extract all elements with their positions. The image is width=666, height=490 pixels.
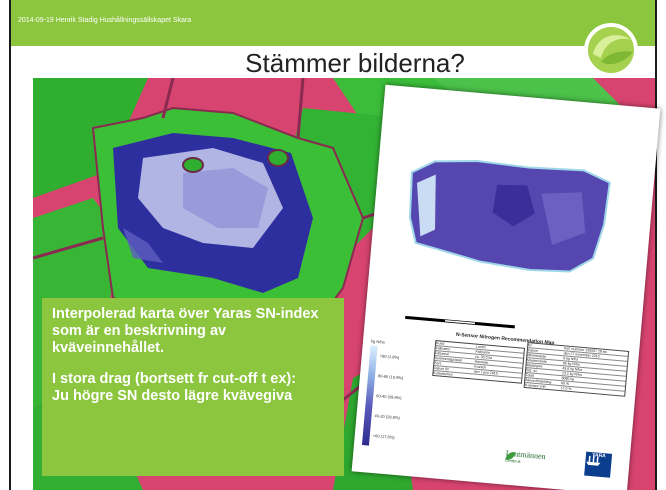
legend-item: 90-60 (10.9%) [377, 373, 404, 381]
lantmannen-logo: Lantmännen Lantbruk [503, 448, 546, 466]
stats-value: 60 % [560, 381, 570, 386]
n-sensor-recommendation-document: N-Sensor Nitrogen Recommendation Map kg … [351, 84, 661, 490]
lantmannen-leaf-icon [505, 452, 516, 460]
legend-item: <60 (17.8%) [372, 432, 395, 440]
legend-item: <90 (1.9%) [379, 353, 400, 360]
legend-item: 60-40 (39.6%) [376, 393, 402, 401]
yara-viking-ship-icon [586, 455, 601, 466]
yara-logo: YARA [584, 451, 613, 478]
description-paragraph: Interpolerad karta över Yaras SN-index s… [52, 306, 319, 356]
description-paragraph: I stora drag (bortsett fr cut-off t ex): [52, 371, 297, 387]
description-paragraph: Ju högre SN desto lägre kvävegiva [52, 388, 293, 404]
slide-border-right [655, 0, 657, 490]
header-band [11, 0, 655, 46]
slide-border-left [9, 0, 11, 490]
hushallningssallskapet-logo-icon [584, 23, 638, 77]
info-value: Lantm [475, 344, 486, 350]
slide-title: Stämmer bilderna? [245, 48, 465, 78]
description-textbox: Interpolerad karta över Yaras SN-index s… [42, 298, 344, 476]
header-meta-text: 2014-09-19 Henrik Stadig Hushållningssäl… [18, 17, 192, 24]
legend-item: 40-20 (28.8%) [374, 413, 401, 421]
stats-value: 17.0 % [560, 386, 572, 392]
legend: kg N/ha <90 (1.9%) 90-60 (10.9%) 60-40 (… [361, 338, 431, 450]
